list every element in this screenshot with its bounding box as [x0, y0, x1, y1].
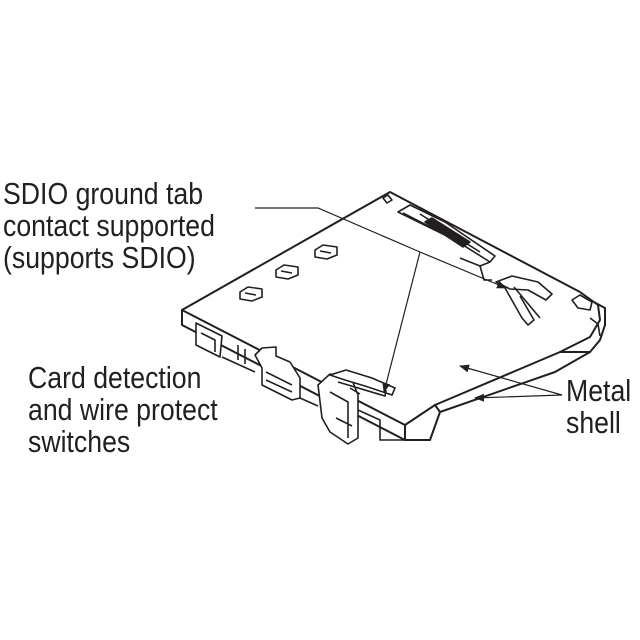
card-detection-callout: Card detection and wire protect switches: [28, 362, 218, 458]
sdio-leader-arrow-down: [382, 251, 421, 393]
right-spring-contacts: [495, 275, 601, 337]
sdio-callout-line-3: (supports SDIO): [3, 240, 196, 275]
connector-body: [181, 191, 606, 441]
metal-callout-line-2: shell: [566, 405, 621, 440]
metal-callout-line-1: Metal: [566, 373, 632, 408]
sdio-callout-line-2: contact supported: [3, 208, 215, 243]
metal-shell-callout: Metal shell: [566, 375, 631, 439]
card-callout-line-1: Card detection: [28, 360, 202, 395]
card-callout-line-3: switches: [28, 424, 131, 459]
sdio-leader-arrow-right: [419, 251, 507, 289]
card-callout-line-2: and wire protect: [28, 392, 218, 427]
sdio-leader-line: [255, 207, 421, 253]
metal-shell-top: [181, 191, 601, 426]
leader-lines: [255, 207, 563, 402]
sdio-ground-tab-callout: SDIO ground tab contact supported (suppo…: [3, 178, 215, 274]
metal-shell-leader-lower: [474, 393, 563, 402]
metal-shell-leader-upper: [459, 364, 563, 396]
sdio-contacts-area: [382, 194, 496, 281]
top-windows: [239, 244, 338, 302]
sdio-callout-line-1: SDIO ground tab: [3, 176, 204, 211]
